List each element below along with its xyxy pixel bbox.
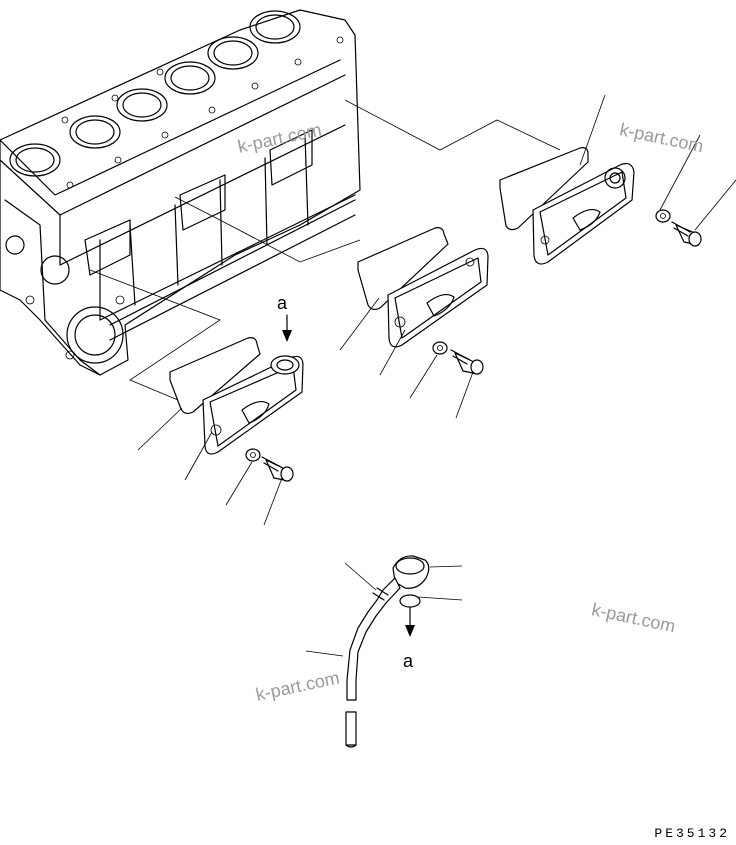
side-cover-middle	[387, 247, 489, 348]
bolt-left	[261, 456, 294, 482]
washer-middle	[432, 341, 448, 355]
gasket-left	[169, 337, 261, 415]
assembly-lines	[89, 99, 561, 401]
side-cover-left-with-filler	[202, 355, 304, 455]
arrow-a-bottom	[405, 607, 415, 637]
bolt-middle	[450, 349, 484, 375]
oil-filler-cap	[392, 555, 430, 589]
gasket-middle	[357, 227, 449, 311]
side-cover-right	[532, 162, 635, 265]
cylinder-block	[0, 9, 361, 376]
washer-right	[655, 209, 671, 223]
gauge-tube	[345, 577, 401, 748]
o-ring	[399, 594, 421, 608]
gasket-right	[499, 147, 589, 231]
drawing-code: PE35132	[654, 826, 730, 841]
reference-label-a-bottom: a	[403, 651, 414, 671]
bolt-right	[671, 221, 702, 247]
washer-left	[245, 448, 261, 462]
arrow-a-top	[282, 314, 292, 342]
reference-label-a-top: a	[277, 293, 288, 313]
callout-lines	[137, 94, 736, 657]
